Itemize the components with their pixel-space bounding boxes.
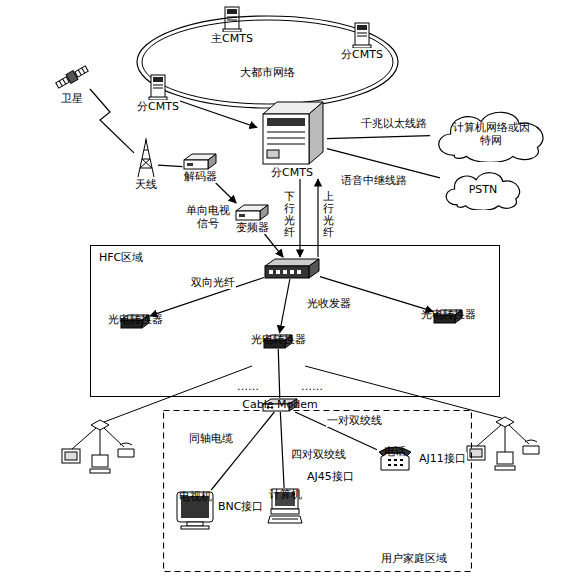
cmts-server: 分CMTS [136,74,180,113]
box-icon [183,152,217,170]
cmts-icon [351,22,373,48]
optical-converter: 光电转换器 [263,333,293,349]
computer: 计算机 [267,488,303,524]
connector [216,183,236,203]
cmts-server: 主CMTS [210,6,254,45]
network-cloud-label: 计算机网络或因特网 [450,121,532,147]
tower-icon [135,138,157,178]
device-label: 分CMTS [270,166,314,179]
edge-label: 一对双绞线 [326,414,383,427]
device-label: 解码器 [183,170,218,183]
edge-label: 千兆以太线路 [360,117,428,130]
optical-converter: 光电转换器 [120,313,150,329]
sat-icon [54,62,90,92]
port-label: AJ45接口 [306,470,355,483]
connector [158,165,183,166]
port-label: BNC接口 [217,500,264,513]
box-icon [235,203,269,221]
cmts-icon [147,74,169,100]
satellite: 卫星 [54,62,90,105]
device-label: 变频器 [235,221,270,234]
metro-ring-label: 大都市网络 [239,66,296,79]
network-cloud: 计算机网络或因特网 [430,106,552,162]
edge-label: 四对双绞线 [290,448,347,461]
edge-label: 语音中继线路 [340,174,408,187]
edge-label: 同轴电缆 [188,432,234,445]
hfc-region-label: HFC区域 [98,251,144,264]
device-label: 分CMTS [136,100,180,113]
television: 电视机 [175,490,215,530]
device-label: 光电转换器 [250,333,307,346]
server-icon [257,100,327,166]
optical-converter: 光电转换器 [433,308,463,324]
edge-label: 下行光纤 [284,190,295,240]
device-label: 分CMTS [340,48,384,61]
port-label: AJ11接口 [418,452,467,465]
connector [327,136,430,139]
connector [211,412,274,490]
edge-label: 双向光纤 [190,276,236,289]
home-region-label: 用户家庭区域 [380,552,448,565]
frequency-converter: 变频器 [235,203,270,234]
device-label: 主CMTS [210,32,254,45]
decoder: 解码器 [183,152,218,183]
device-label: 光电转换器 [420,308,477,321]
cmts-server: 分CMTS [257,100,327,179]
hub-icon [264,257,320,279]
network-cloud: PSTN [440,168,526,210]
ellipsis: …… [236,380,260,393]
device-label: Cable Modem [241,398,318,411]
device-label: 光电转换器 [107,313,164,326]
device-label: 天线 [134,178,158,191]
connector [90,89,134,153]
house-group [62,420,134,473]
device-label: 卫星 [60,92,84,105]
antenna: 天线 [134,138,158,191]
house-group [467,417,539,470]
connector [280,279,290,333]
connector [278,349,280,398]
optical-transceiver: 光收发器 [264,257,320,279]
device-label: 电视机 [178,490,213,503]
network-cloud-label: PSTN [452,183,514,196]
edge-label: 上行光纤 [323,190,334,240]
device-label: 电话 [383,445,407,458]
edge-label: 单向电视信号 [184,204,232,230]
cable-modem: Cable Modem [262,398,298,412]
cmts-server: 分CMTS [340,22,384,61]
connector [280,412,284,488]
hfc-region: HFC区域光收发器光电转换器光电转换器光电转换器 [90,245,500,397]
device-label: 光收发器 [306,297,352,310]
device-label: 计算机 [268,488,303,501]
telephone: 电话 [377,445,413,471]
ellipsis: …… [300,380,324,393]
